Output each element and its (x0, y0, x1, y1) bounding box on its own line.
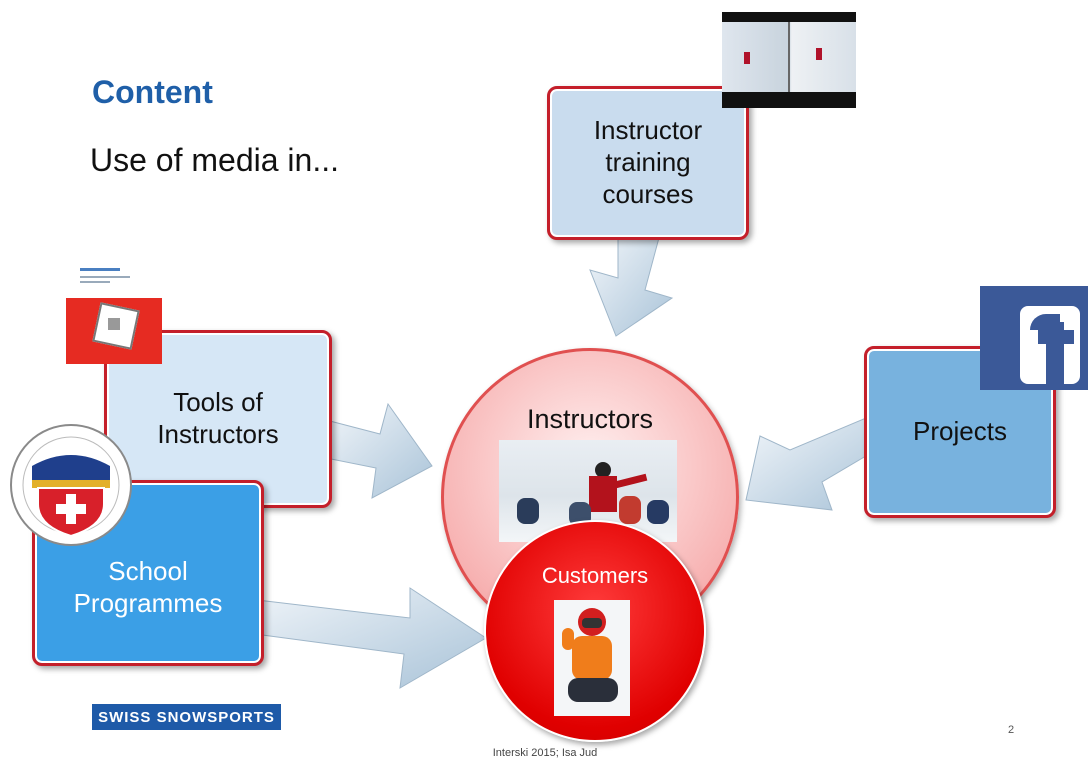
node-training-courses: Instructor training courses (547, 86, 749, 240)
arrow-projects-to-instructors (745, 417, 877, 511)
swiss-snowsports-logo: SWISS SNOWSPORTS (92, 704, 281, 730)
slide-subtitle: Use of media in... (90, 142, 339, 178)
node-customers-label: Customers (541, 563, 649, 588)
node-school-label-2: Programmes (73, 588, 223, 618)
node-instructors-label: Instructors (526, 404, 654, 434)
arrow-tools-to-instructors (325, 402, 433, 499)
node-school-programmes: School Programmes (32, 480, 264, 666)
swiss-ski-school-badge (10, 424, 132, 546)
facebook-icon (980, 286, 1088, 390)
slide-footer: Interski 2015; Isa Jud (492, 747, 598, 759)
node-tools-label-2: Instructors (157, 419, 279, 449)
node-projects-label: Projects (913, 416, 1007, 447)
slide-title: Content (92, 74, 213, 110)
arrow-training-to-instructors (589, 233, 674, 337)
node-tools-label-1: Tools of (173, 387, 263, 418)
node-training-label: Instructor training courses (593, 115, 703, 209)
video-thumbnail (722, 12, 856, 108)
page-number: 2 (1008, 724, 1015, 736)
node-school-label-1: School (108, 556, 188, 587)
arrow-school-to-customers (239, 587, 487, 689)
customer-photo (554, 600, 630, 716)
swiss-cube-logo (66, 268, 162, 364)
